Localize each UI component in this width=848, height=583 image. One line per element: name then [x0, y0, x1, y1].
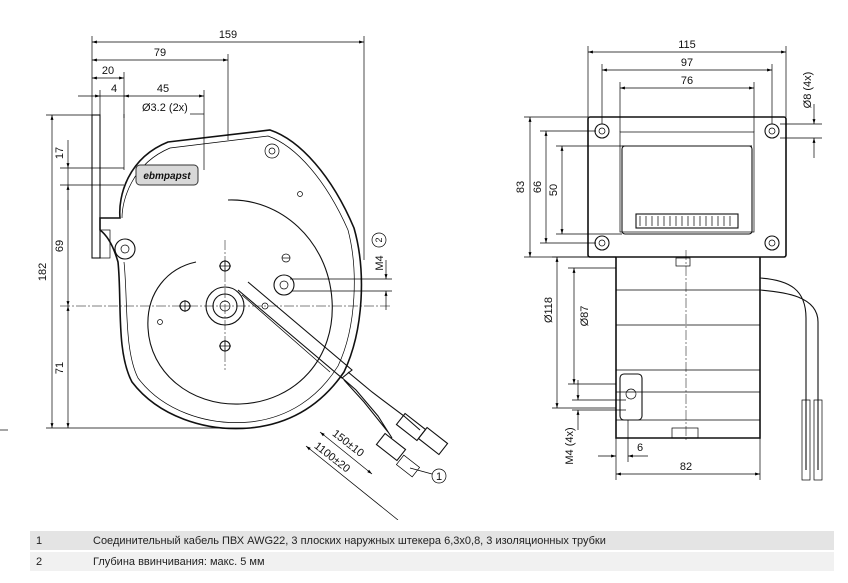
dim-83: 83 — [515, 181, 527, 193]
dim-45: 45 — [157, 83, 169, 95]
note-number: 1 — [30, 531, 87, 551]
connection-cable — [339, 371, 421, 439]
blower-housing — [99, 129, 363, 430]
note-text: Соединительный кабель ПВХ AWG22, 3 плоск… — [87, 531, 834, 551]
notes-table: 1 Соединительный кабель ПВХ AWG22, 3 пло… — [30, 531, 834, 571]
dim-4: 4 — [111, 83, 117, 95]
dim-m4-thread: M4 — [374, 255, 386, 270]
note-text: Глубина ввинчивания: макс. 5 мм — [87, 550, 834, 571]
dim-dia-118: Ø118 — [543, 297, 555, 323]
dim-115: 115 — [678, 39, 696, 51]
dim-182: 182 — [37, 263, 49, 281]
impeller-scroll — [147, 199, 333, 405]
callout-1-circle — [431, 468, 447, 484]
side-cable — [759, 277, 819, 470]
dim-20: 20 — [102, 65, 114, 77]
dim-hole-side: Ø8 (4x) — [802, 72, 814, 109]
dim-159: 159 — [219, 29, 237, 41]
callout-1-label: 1 — [436, 471, 442, 483]
front-view: ebmpapst 159 79 20 4 45 Ø3.2 (2x) — [37, 29, 449, 520]
side-view: 115 97 76 Ø8 (4x) 83 66 50 Ø118 Ø87 — [515, 39, 823, 481]
brand-logo — [135, 164, 199, 186]
dim-dia-87: Ø87 — [579, 306, 591, 327]
dim-hole-front: Ø3.2 (2x) — [142, 102, 188, 114]
dim-97: 97 — [681, 57, 693, 69]
dim-66: 66 — [532, 181, 544, 193]
outlet-opening — [621, 145, 753, 235]
note-row-1: 1 Соединительный кабель ПВХ AWG22, 3 пло… — [30, 531, 834, 551]
brand-logo-text: ebmpapst — [143, 171, 191, 182]
dim-76: 76 — [681, 75, 693, 87]
dim-depth-6: 6 — [637, 442, 643, 454]
note-number: 2 — [30, 550, 87, 571]
dim-depth-82: 82 — [680, 461, 692, 473]
note-row-2: 2 Глубина ввинчивания: макс. 5 мм — [30, 550, 834, 571]
callout-2-circle — [371, 232, 387, 248]
dim-69: 69 — [54, 240, 66, 252]
dim-50: 50 — [548, 184, 560, 196]
dim-79: 79 — [154, 47, 166, 59]
side-flange — [587, 116, 787, 258]
callout-2-label: 2 — [374, 237, 384, 242]
dim-71: 71 — [54, 362, 66, 374]
technical-drawing: ebmpapst 159 79 20 4 45 Ø3.2 (2x) — [0, 29, 823, 520]
dim-17: 17 — [54, 147, 66, 159]
motor-body — [615, 257, 761, 439]
dim-m4-4x: M4 (4x) — [564, 427, 576, 464]
mounting-flange — [91, 114, 101, 259]
